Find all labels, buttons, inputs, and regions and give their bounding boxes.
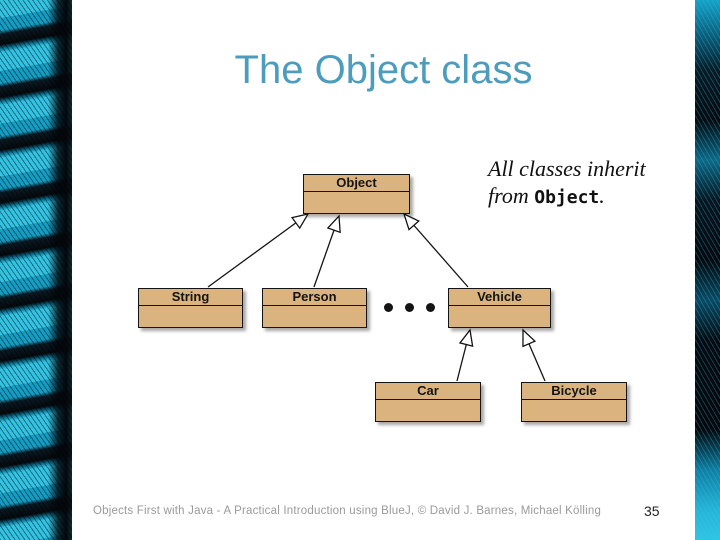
class-box-body bbox=[522, 400, 626, 421]
note-line1: All classes inherit bbox=[488, 156, 646, 181]
arrow-bicycle-to-vehicle bbox=[522, 328, 546, 382]
arrow-vehicle-to-object bbox=[402, 212, 469, 288]
feather-photo-right bbox=[695, 0, 720, 540]
class-name-bicycle: Bicycle bbox=[522, 383, 626, 400]
class-box-bicycle: Bicycle bbox=[521, 382, 627, 422]
ellipsis-dot bbox=[384, 303, 393, 312]
ellipsis-dot bbox=[405, 303, 414, 312]
class-box-body bbox=[263, 306, 366, 327]
arrow-person-to-object bbox=[313, 214, 341, 288]
class-name-person: Person bbox=[263, 289, 366, 306]
class-box-string: String bbox=[138, 288, 243, 328]
note-line2-prefix: from bbox=[488, 183, 535, 208]
class-box-body bbox=[449, 306, 550, 327]
note-text: All classes inherit from Object. bbox=[488, 155, 678, 211]
page-title: The Object class bbox=[234, 48, 533, 92]
arrow-string-to-object bbox=[207, 213, 310, 288]
footer-credit: Objects First with Java - A Practical In… bbox=[93, 505, 602, 517]
class-name-string: String bbox=[139, 289, 242, 306]
class-box-body bbox=[139, 306, 242, 327]
class-box-body bbox=[304, 192, 409, 213]
class-name-vehicle: Vehicle bbox=[449, 289, 550, 306]
note-code-object: Object bbox=[534, 187, 600, 208]
class-box-car: Car bbox=[375, 382, 481, 422]
class-box-vehicle: Vehicle bbox=[448, 288, 551, 328]
class-name-object: Object bbox=[304, 175, 409, 192]
note-line2-suffix: . bbox=[599, 183, 605, 208]
class-box-object: Object bbox=[303, 174, 410, 214]
ellipsis-dot bbox=[426, 303, 435, 312]
class-box-person: Person bbox=[262, 288, 367, 328]
class-box-body bbox=[376, 400, 480, 421]
page-number: 35 bbox=[644, 503, 660, 519]
arrow-car-to-vehicle bbox=[456, 328, 474, 382]
feather-photo-left bbox=[0, 0, 72, 540]
class-name-car: Car bbox=[376, 383, 480, 400]
